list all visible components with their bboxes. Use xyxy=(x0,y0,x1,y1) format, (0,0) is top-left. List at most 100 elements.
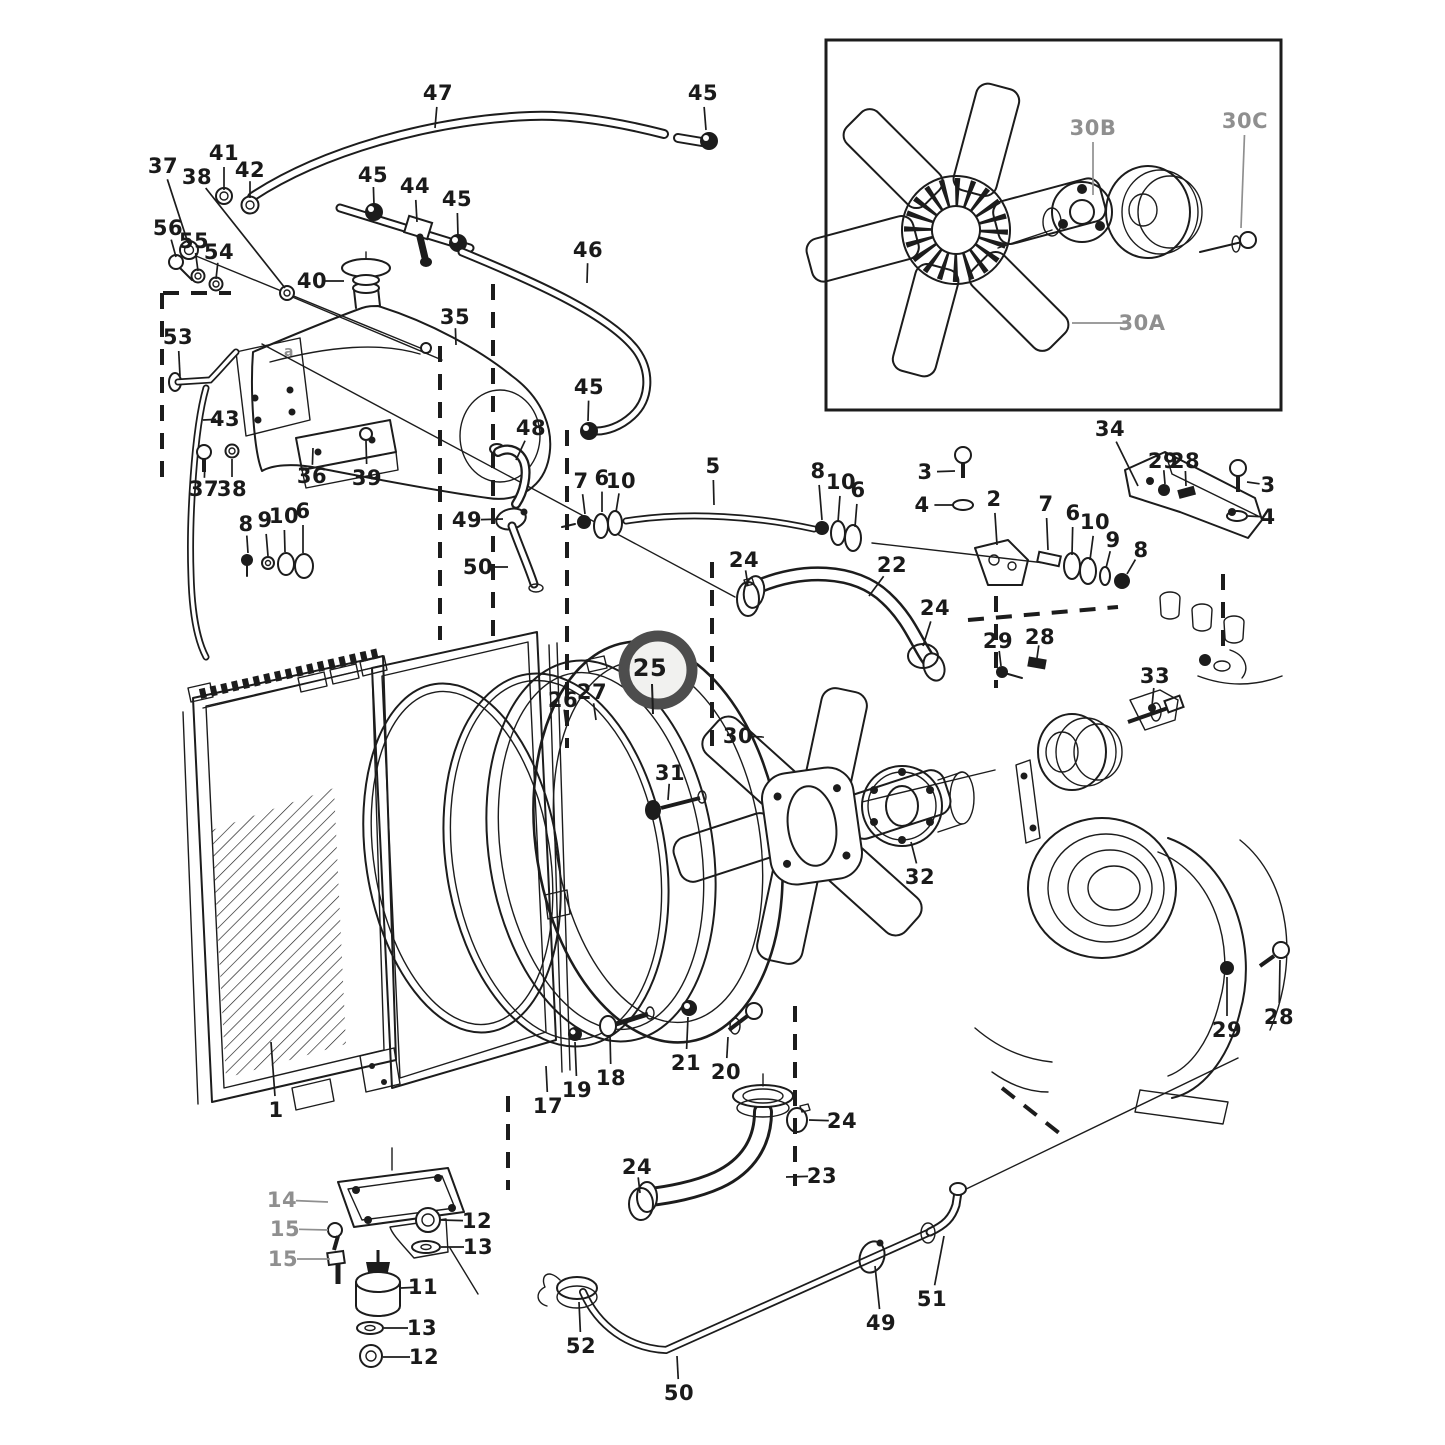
leader-line xyxy=(434,106,438,129)
leader-line xyxy=(202,418,217,421)
part-label-53: 53 xyxy=(162,325,194,349)
leader-line xyxy=(545,1065,549,1093)
part-label-6: 6 xyxy=(1065,501,1081,525)
part-label-15: 15 xyxy=(269,1217,301,1241)
part-label-4: 4 xyxy=(914,493,930,517)
pipe-and-mounts xyxy=(561,446,1263,679)
part-label-37: 37 xyxy=(188,477,220,501)
leader-line xyxy=(936,470,956,473)
part-label-39: 39 xyxy=(351,466,383,490)
leader-line xyxy=(922,621,932,647)
part-label-18: 18 xyxy=(595,1066,627,1090)
part-label-36: 36 xyxy=(296,464,328,488)
part-label-4: 4 xyxy=(1260,505,1276,529)
part-label-3: 3 xyxy=(917,460,933,484)
part-label-24: 24 xyxy=(621,1155,653,1179)
belt-housing xyxy=(974,817,1290,1125)
leader-line xyxy=(592,703,597,721)
part-label-6: 6 xyxy=(295,499,311,523)
part-label-8: 8 xyxy=(1133,538,1149,562)
leader-line xyxy=(1184,470,1187,487)
part-label-56: 56 xyxy=(152,216,184,240)
part-label-1: 1 xyxy=(268,1098,284,1122)
inset-fan-detail xyxy=(805,38,1283,412)
part-label-10: 10 xyxy=(268,504,300,528)
leader-line xyxy=(785,1175,809,1178)
part-label-7: 7 xyxy=(573,469,589,493)
part-label-10: 10 xyxy=(825,470,857,494)
part-label-a: a xyxy=(284,344,294,360)
leader-line xyxy=(414,199,418,223)
part-label-30c: 30C xyxy=(1221,109,1269,133)
part-label-2: 2 xyxy=(986,487,1002,511)
leader-line xyxy=(609,1034,612,1065)
leader-line xyxy=(372,186,375,206)
part-label-17: 17 xyxy=(532,1094,564,1118)
part-label-49: 49 xyxy=(451,508,483,532)
leader-line xyxy=(283,529,286,553)
part-label-highlighted-25: 25 xyxy=(632,654,668,682)
part-label-9: 9 xyxy=(257,508,273,532)
leader-line xyxy=(245,535,249,554)
leader-line xyxy=(587,400,590,422)
part-label-32: 32 xyxy=(904,865,936,889)
leader-line xyxy=(170,239,177,258)
part-label-38: 38 xyxy=(216,477,248,501)
leader-line xyxy=(311,447,314,465)
part-label-24: 24 xyxy=(826,1109,858,1133)
part-label-51: 51 xyxy=(916,1287,948,1311)
leader-line xyxy=(177,350,181,377)
part-label-42: 42 xyxy=(234,158,266,182)
leader-line xyxy=(818,484,823,521)
part-label-45: 45 xyxy=(573,375,605,399)
dashed-construction-lines xyxy=(160,284,1225,1190)
leader-line xyxy=(637,1177,641,1194)
part-label-24: 24 xyxy=(919,596,951,620)
part-label-31: 31 xyxy=(654,761,686,785)
part-label-34: 34 xyxy=(1094,417,1126,441)
leader-line xyxy=(615,493,620,513)
part-label-8: 8 xyxy=(238,512,254,536)
part-label-45: 45 xyxy=(357,163,389,187)
part-label-7: 7 xyxy=(1038,492,1054,516)
part-label-5: 5 xyxy=(705,454,721,478)
part-label-9: 9 xyxy=(1105,528,1121,552)
part-label-29: 29 xyxy=(1211,1018,1243,1042)
leader-line xyxy=(581,494,586,515)
leader-line xyxy=(586,263,589,284)
leader-line xyxy=(685,1016,689,1050)
engine-fan xyxy=(645,687,952,965)
part-label-44: 44 xyxy=(399,174,431,198)
part-label-29: 29 xyxy=(982,629,1014,653)
leader-line xyxy=(868,575,885,597)
leader-line xyxy=(456,212,459,237)
part-label-46: 46 xyxy=(572,238,604,262)
leader-line xyxy=(563,709,567,725)
part-label-27: 27 xyxy=(576,680,608,704)
leader-line xyxy=(265,533,269,557)
part-label-33: 33 xyxy=(1139,664,1171,688)
shroud-fasteners xyxy=(568,1000,763,1041)
part-label-15: 15 xyxy=(267,1247,299,1271)
leader-line xyxy=(1126,559,1137,575)
leader-line xyxy=(1151,687,1155,707)
part-label-50: 50 xyxy=(462,555,494,579)
leader-line xyxy=(365,440,368,465)
leader-line xyxy=(1278,959,1281,1004)
leader-line xyxy=(667,783,671,801)
leader-line xyxy=(994,512,998,546)
part-label-6: 6 xyxy=(850,478,866,502)
part-label-37: 37 xyxy=(147,154,179,178)
leader-line xyxy=(998,650,1002,667)
bottom-drain-hose xyxy=(537,1182,967,1355)
leader-line xyxy=(1246,481,1260,485)
leader-line xyxy=(1036,645,1040,659)
leader-line xyxy=(574,1041,578,1077)
leader-line xyxy=(215,262,219,280)
part-label-13: 13 xyxy=(462,1235,494,1259)
part-label-19: 19 xyxy=(561,1078,593,1102)
part-label-52: 52 xyxy=(565,1334,597,1358)
part-label-23: 23 xyxy=(806,1164,838,1188)
